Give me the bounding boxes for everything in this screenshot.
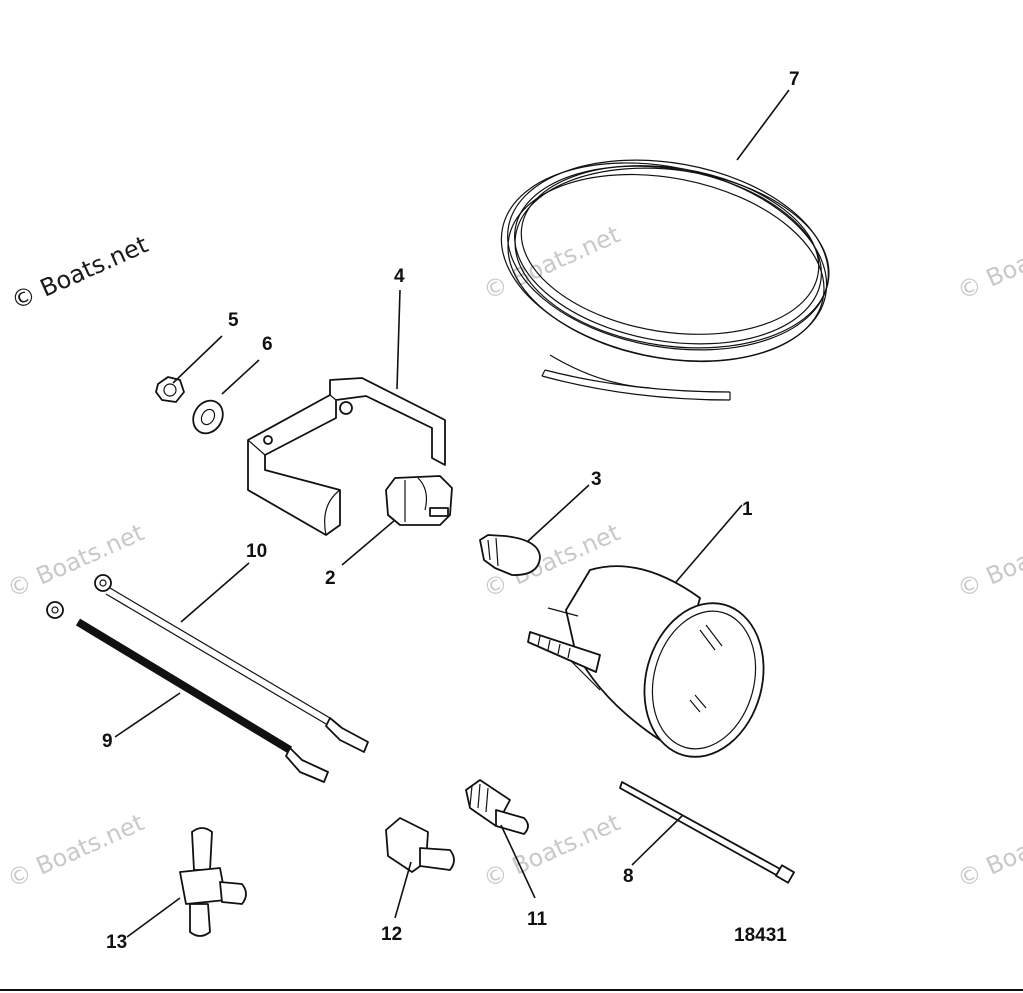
callout-number: 4 xyxy=(394,266,405,287)
fitting-drawing xyxy=(465,779,529,835)
callout-number: 11 xyxy=(527,909,548,930)
callout-number: 1 xyxy=(742,499,753,520)
callout-number: 5 xyxy=(228,310,239,331)
bulb-drawing xyxy=(479,534,541,576)
cable-tie-drawing xyxy=(619,781,795,884)
callout-number: 13 xyxy=(106,932,127,953)
callout-number: 6 xyxy=(262,334,273,355)
lock-washer-drawing xyxy=(192,399,224,435)
callout-number: 9 xyxy=(102,731,113,752)
tee-fitting-drawing xyxy=(179,827,247,937)
adapter-fitting-drawing xyxy=(385,817,455,873)
tubing-coil-drawing xyxy=(500,159,830,401)
callout-number: 7 xyxy=(789,69,800,90)
watermark-faint: © Boats.net xyxy=(479,220,624,305)
wire-drawing xyxy=(94,574,369,753)
callout-number: 3 xyxy=(591,469,602,490)
watermark-faint: © Boats.net xyxy=(953,518,1023,603)
callout-number: 10 xyxy=(246,541,267,562)
gauge-drawing xyxy=(527,565,765,758)
watermark-faint: © Boats.net xyxy=(953,220,1023,305)
watermark-faint: © Boats.net xyxy=(3,808,148,893)
watermark-primary: © Boats.net xyxy=(7,230,152,315)
leader-lines xyxy=(114,89,790,938)
watermark-faint: © Boats.net xyxy=(3,518,148,603)
callout-labels: 1 2 3 4 5 6 7 8 9 10 11 12 13 xyxy=(102,69,800,953)
callout-number: 8 xyxy=(623,866,634,887)
mounting-bracket-drawing xyxy=(247,377,446,536)
nut-drawing xyxy=(155,376,185,403)
callout-number: 2 xyxy=(325,568,336,589)
black-wire-drawing xyxy=(46,601,329,783)
callout-number: 12 xyxy=(381,924,402,945)
figure-number: 18431 xyxy=(734,925,787,946)
lamp-socket-drawing xyxy=(385,475,453,526)
watermark-faint: © Boats.net xyxy=(953,808,1023,893)
